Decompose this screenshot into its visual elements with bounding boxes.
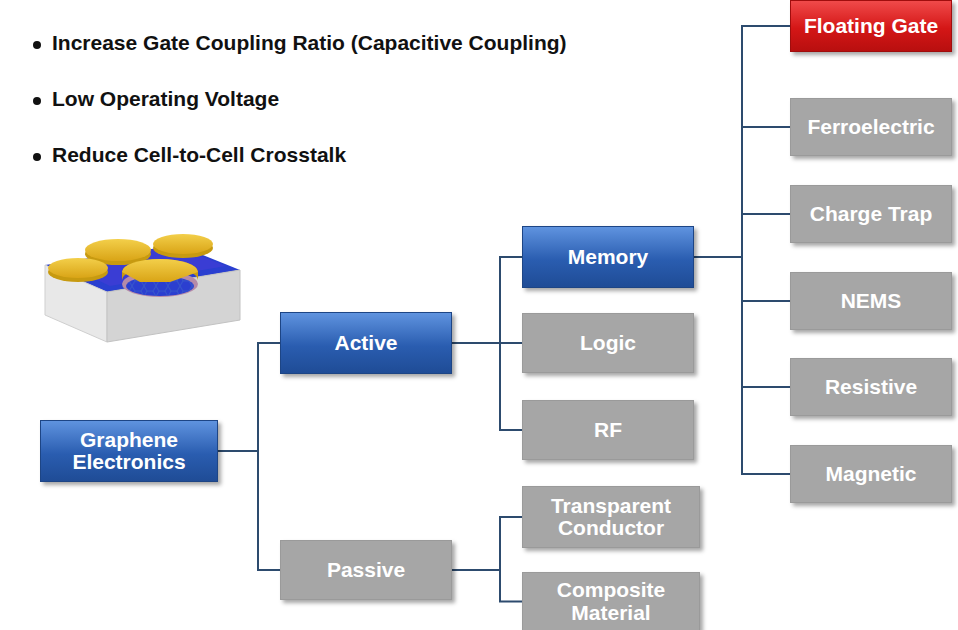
tree-connector: [452, 257, 522, 343]
box-label: Ferroelectric: [799, 112, 942, 142]
category-box: Logic: [522, 313, 694, 373]
tree-connector: [694, 257, 790, 474]
box-label: Active: [326, 328, 405, 358]
bullet: [33, 97, 41, 105]
memory-type-box: Ferroelectric: [790, 98, 952, 156]
box-label: Resistive: [817, 372, 925, 402]
bullet-text: Increase Gate Coupling Ratio (Capacitive…: [52, 31, 567, 55]
category-box: Transparent Conductor: [522, 486, 700, 548]
box-label: NEMS: [833, 286, 910, 316]
category-box: Passive: [280, 540, 452, 600]
tree-connector: [452, 517, 522, 570]
category-box: Composite Material: [522, 572, 700, 630]
root-box: Graphene Electronics: [40, 420, 218, 482]
tree-connector: [218, 451, 280, 570]
memory-type-box: Magnetic: [790, 445, 952, 503]
tree-connector: [452, 343, 522, 430]
tree-connector: [694, 127, 790, 257]
box-label: Charge Trap: [802, 199, 941, 229]
tree-connector: [694, 26, 790, 257]
bullet: [33, 41, 41, 49]
tree-connector: [694, 214, 790, 257]
gold-disks: [48, 234, 213, 297]
box-label: Passive: [319, 555, 413, 585]
category-box: Active: [280, 312, 452, 374]
box-label: RF: [586, 415, 630, 445]
box-label: Transparent Conductor: [523, 491, 699, 543]
tree-connector: [452, 570, 522, 602]
box-label: Composite Material: [523, 575, 699, 627]
tree-connector: [218, 343, 280, 451]
memory-type-box: Resistive: [790, 358, 952, 416]
highlight-box: Floating Gate: [790, 0, 952, 52]
substrate-front: [107, 270, 240, 342]
box-label: Graphene Electronics: [41, 425, 217, 477]
bullet-text: Low Operating Voltage: [52, 87, 279, 111]
box-label: Logic: [572, 328, 644, 358]
memory-type-box: Charge Trap: [790, 185, 952, 243]
memory-box: Memory: [522, 226, 694, 288]
bullet: [33, 153, 41, 161]
box-label: Magnetic: [817, 459, 924, 489]
memory-type-box: NEMS: [790, 272, 952, 330]
bullet-text: Reduce Cell-to-Cell Crosstalk: [52, 143, 346, 167]
box-label: Floating Gate: [796, 11, 946, 41]
box-label: Memory: [560, 242, 657, 272]
category-box: RF: [522, 400, 694, 460]
